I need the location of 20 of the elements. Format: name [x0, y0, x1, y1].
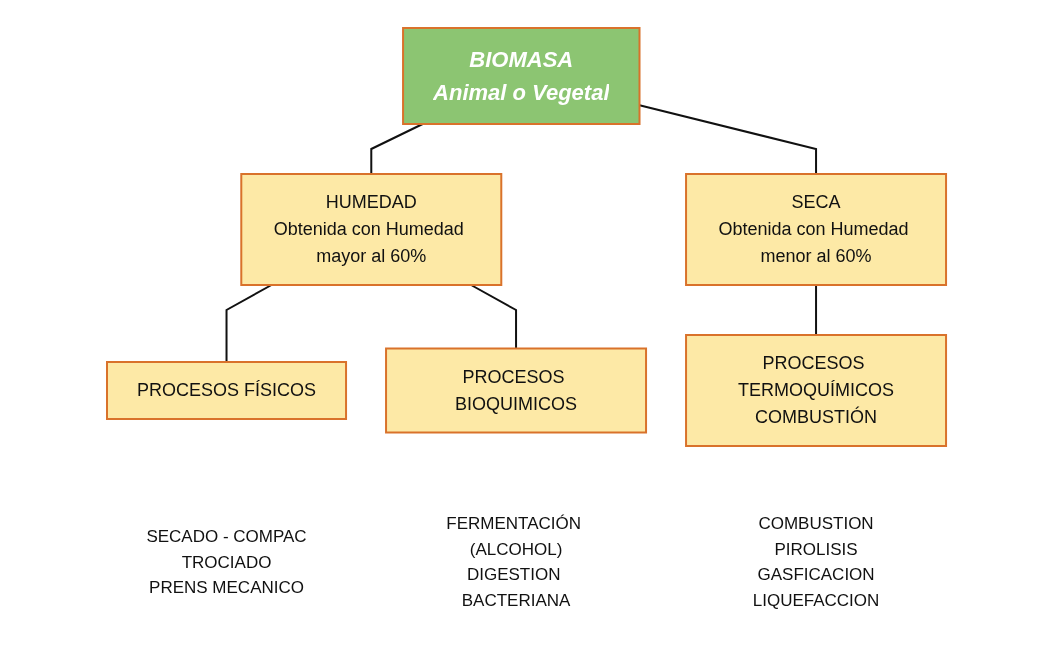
node-box: SECA Obtenida con Humedad menor al 60% [685, 172, 948, 286]
node-label: DIGESTION BACTERIANA [462, 564, 571, 609]
node-label: LIQUEFACCION [753, 590, 880, 609]
node-box: BIOMASA Animal o Vegetal [402, 26, 641, 125]
node-box: HUMEDAD Obtenida con Humedad mayor al 60% [240, 172, 503, 286]
node-label: GASFICACION [757, 564, 876, 584]
node-label: PIROLISIS [774, 539, 859, 558]
connector [639, 103, 818, 175]
node-box: PROCESOS BIOQUIMICOS [385, 347, 648, 433]
node-label: FERMENTACIÓN (ALCOHOL) [446, 513, 582, 558]
connector [370, 122, 425, 175]
node-box: PROCESOS TERMOQUÍMICOS COMBUSTIÓN [685, 333, 948, 447]
connector [815, 283, 818, 336]
connector [226, 283, 273, 363]
node-label: PRENS MECANICO [149, 577, 305, 597]
node-box: PROCESOS FÍSICOS [106, 360, 348, 420]
node-label: TROCIADO [182, 551, 272, 571]
node-label: COMBUSTION [758, 513, 875, 533]
node-label: SECADO - COMPAC [146, 526, 308, 546]
connector [470, 283, 518, 349]
